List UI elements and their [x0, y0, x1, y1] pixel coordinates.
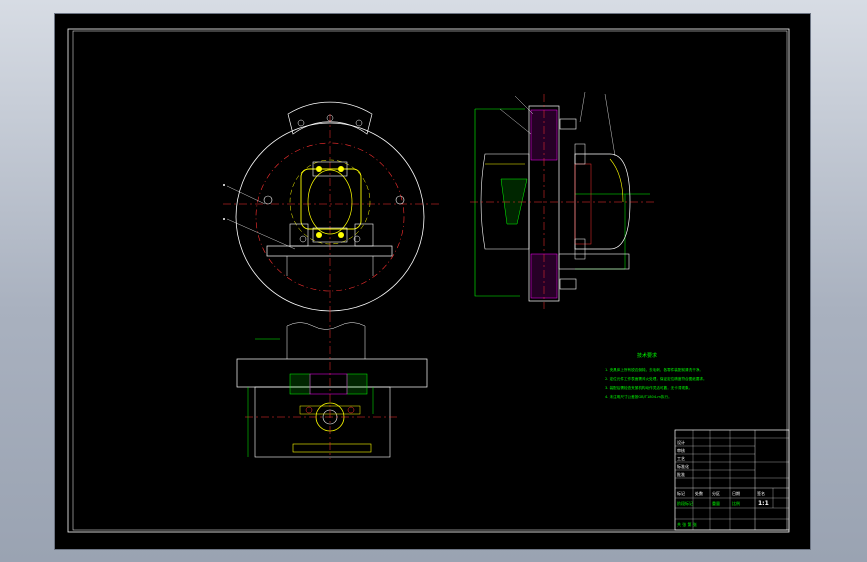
- tb-stage: 阶段标记: [677, 500, 693, 506]
- tb-label-review: 审核: [677, 447, 685, 453]
- view-front: [236, 314, 428, 459]
- tb-label-approve: 批准: [677, 471, 685, 477]
- notes-line-4: 4. 未注明尺寸公差按GB/T1804-m执行。: [605, 394, 672, 399]
- tb-label-design: 设计: [677, 439, 685, 445]
- view-top-circular: [223, 101, 440, 314]
- inner-frame: [72, 30, 788, 531]
- tb-label-zone: 分区: [712, 490, 720, 496]
- notes-line-2: 2. 定位元件工作表面需淬火处理，保证定位精度符合图纸要求。: [605, 376, 707, 381]
- tb-label-process: 工艺: [677, 456, 685, 461]
- title-block: 设计 审核 工艺 标准化 批准 标记 处数 分区 日期 签名 阶段标记 重量 比…: [674, 429, 790, 531]
- tb-label-sign: 签名: [757, 490, 765, 496]
- tb-scale-value: 1:1: [758, 500, 769, 507]
- tb-label-date: 日期: [732, 490, 740, 496]
- notes-title: 技术要求: [637, 352, 657, 359]
- tb-sheet-info: 共 张 第 张: [677, 521, 697, 527]
- cad-viewport[interactable]: 技术要求 1. 夹具体上所有锐边倒钝，去毛刺，各零件装配前清洗干净。 2. 定位…: [54, 13, 811, 550]
- tb-label-count: 处数: [695, 490, 703, 496]
- cad-drawing: 技术要求 1. 夹具体上所有锐边倒钝，去毛刺，各零件装配前清洗干净。 2. 定位…: [67, 28, 790, 533]
- notes-line-3: 3. 装配后需检查夹紧机构动作灵活可靠，无卡滞现象。: [605, 385, 692, 390]
- outer-frame: [67, 28, 790, 533]
- tb-weight: 重量: [712, 500, 720, 506]
- tb-scale-label: 比例: [732, 500, 740, 506]
- technical-notes: 技术要求 1. 夹具体上所有锐边倒钝，去毛刺，各零件装配前清洗干净。 2. 定位…: [605, 352, 707, 399]
- tb-label-mark: 标记: [677, 490, 685, 496]
- notes-line-1: 1. 夹具体上所有锐边倒钝，去毛刺，各零件装配前清洗干净。: [605, 367, 703, 372]
- view-side-section: [470, 91, 655, 309]
- tb-label-standard: 标准化: [677, 463, 689, 469]
